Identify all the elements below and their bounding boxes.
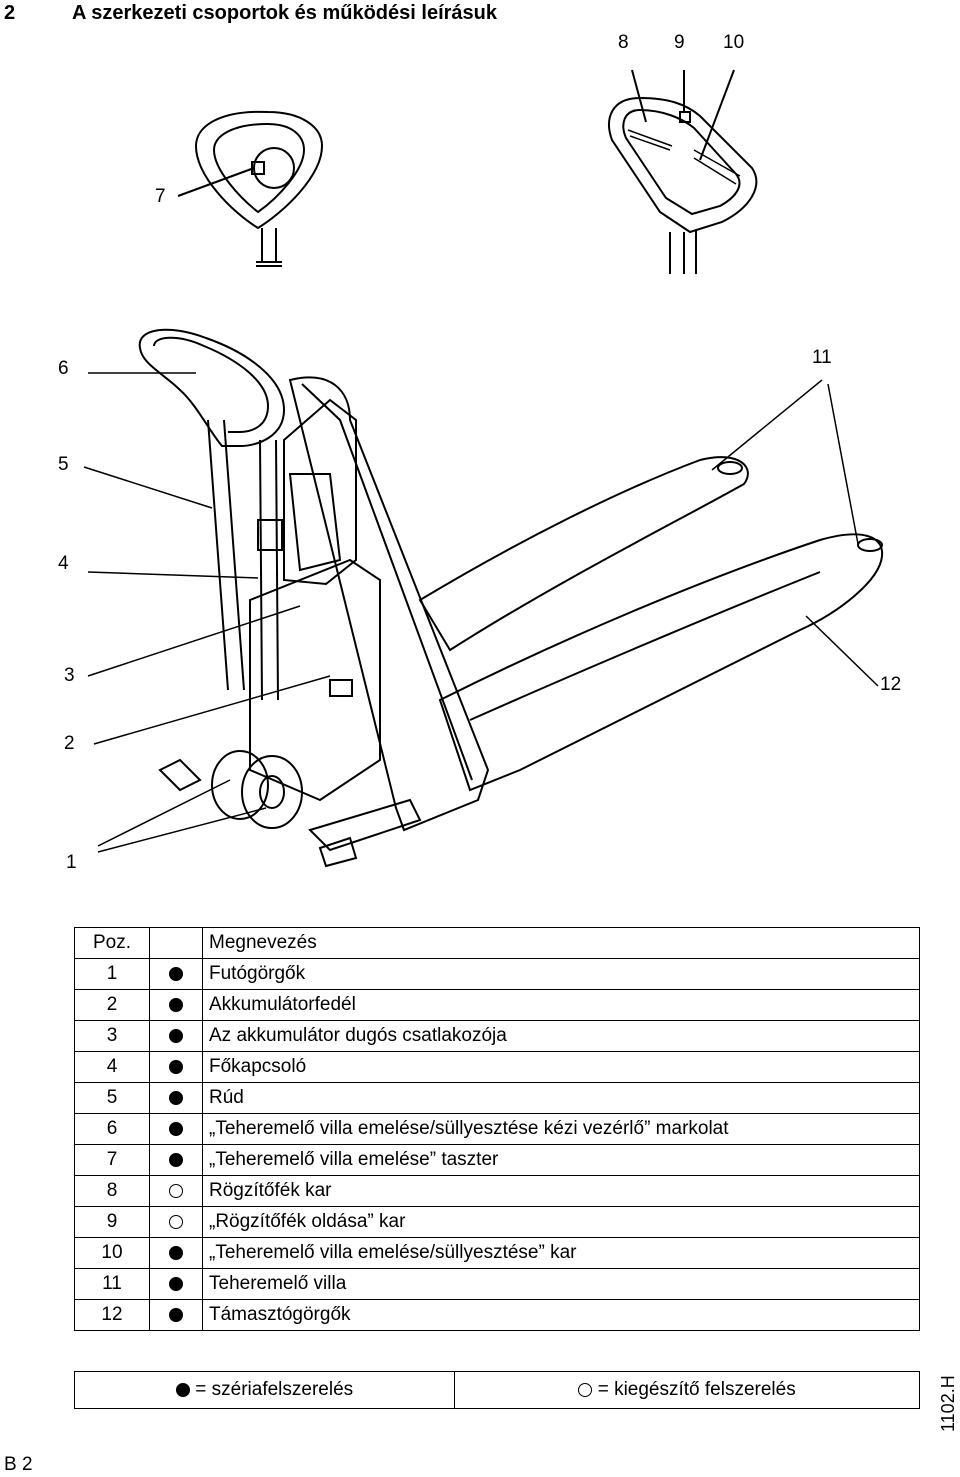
table-row: 2 Akkumulátorfedél bbox=[74, 989, 920, 1021]
row-name: Az akkumulátor dugós csatlakozója bbox=[202, 1020, 920, 1052]
row-name: Támasztógörgők bbox=[202, 1299, 920, 1331]
callout-6: 6 bbox=[58, 358, 69, 379]
page-footer: B 2 bbox=[4, 1454, 33, 1475]
table-row: 4 Főkapcsoló bbox=[74, 1051, 920, 1083]
standard-equipment-icon bbox=[149, 1237, 203, 1269]
callout-4: 4 bbox=[58, 553, 69, 574]
row-pos: 2 bbox=[74, 989, 150, 1021]
row-pos: 3 bbox=[74, 1020, 150, 1052]
callout-3: 3 bbox=[64, 665, 75, 686]
row-pos: 5 bbox=[74, 1082, 150, 1114]
callout-8: 8 bbox=[618, 32, 629, 53]
table-row: 6 „Teheremelő villa emelése/süllyesztése … bbox=[74, 1113, 920, 1145]
callout-10: 10 bbox=[723, 32, 745, 53]
row-pos: 11 bbox=[74, 1268, 150, 1300]
table-row: 3 Az akkumulátor dugós csatlakozója bbox=[74, 1020, 920, 1052]
row-pos: 12 bbox=[74, 1299, 150, 1331]
row-name: „Teheremelő villa emelése” taszter bbox=[202, 1144, 920, 1176]
standard-equipment-icon bbox=[149, 1082, 203, 1114]
chapter-number: 2 bbox=[4, 2, 16, 24]
callout-5: 5 bbox=[58, 454, 69, 475]
table-row: 7 „Teheremelő villa emelése” taszter bbox=[74, 1144, 920, 1176]
handle-side-view-drawing bbox=[608, 69, 758, 274]
callout-12: 12 bbox=[880, 674, 902, 695]
pallet-truck-main-drawing bbox=[83, 328, 884, 868]
standard-equipment-icon bbox=[149, 989, 203, 1021]
standard-equipment-icon bbox=[149, 1268, 203, 1300]
row-name: „Rögzítőfék oldása” kar bbox=[202, 1206, 920, 1238]
column-header-name: Megnevezés bbox=[202, 927, 920, 959]
legend-standard-label: = szériafelszerelés bbox=[195, 1379, 354, 1400]
row-pos: 1 bbox=[74, 958, 150, 990]
row-name: Akkumulátorfedél bbox=[202, 989, 920, 1021]
legend-optional: = kiegészítő felszerelés bbox=[454, 1371, 920, 1409]
callout-7: 7 bbox=[155, 186, 166, 207]
legend-optional-label: = kiegészítő felszerelés bbox=[597, 1379, 796, 1400]
column-header-pos: Poz. bbox=[74, 927, 150, 959]
legend-table: = szériafelszerelés = kiegészítő felszer… bbox=[73, 1371, 920, 1409]
standard-equipment-icon bbox=[149, 1299, 203, 1331]
table-row: 11 Teheremelő villa bbox=[74, 1268, 920, 1300]
legend-standard: = szériafelszerelés bbox=[73, 1371, 456, 1409]
table-row: 5 Rúd bbox=[74, 1082, 920, 1114]
table-row: 12 Támasztógörgők bbox=[74, 1299, 920, 1331]
row-pos: 7 bbox=[74, 1144, 150, 1176]
document-code: 1102.H bbox=[938, 1375, 958, 1432]
table-row: 1 Futógörgők bbox=[74, 958, 920, 990]
optional-equipment-icon bbox=[149, 1206, 203, 1238]
parts-table: Poz. Megnevezés 1 Futógörgők 2 Akkumulátor… bbox=[74, 927, 920, 1331]
table-row: 10 „Teheremelő villa emelése/süllyesztése… bbox=[74, 1237, 920, 1269]
row-name: „Teheremelő villa emelése/süllyesztése k… bbox=[202, 1113, 920, 1145]
row-name: Rúd bbox=[202, 1082, 920, 1114]
callout-11: 11 bbox=[812, 347, 832, 368]
row-name: Teheremelő villa bbox=[202, 1268, 920, 1300]
optional-equipment-icon bbox=[149, 1175, 203, 1207]
pallet-truck-drawing bbox=[83, 69, 884, 868]
standard-equipment-icon bbox=[149, 1113, 203, 1145]
row-pos: 9 bbox=[74, 1206, 150, 1238]
row-name: „Teheremelő villa emelése/süllyesztése” … bbox=[202, 1237, 920, 1269]
row-pos: 10 bbox=[74, 1237, 150, 1269]
row-pos: 4 bbox=[74, 1051, 150, 1083]
callout-9: 9 bbox=[674, 32, 685, 53]
standard-equipment-icon bbox=[175, 1382, 190, 1397]
page-title: A szerkezeti csoportok és működési leírá… bbox=[72, 2, 497, 24]
row-pos: 8 bbox=[74, 1175, 150, 1207]
callout-2: 2 bbox=[64, 733, 75, 754]
column-header-mark bbox=[149, 927, 203, 959]
row-pos: 6 bbox=[74, 1113, 150, 1145]
row-name: Főkapcsoló bbox=[202, 1051, 920, 1083]
table-row: 9 „Rögzítőfék oldása” kar bbox=[74, 1206, 920, 1238]
optional-equipment-icon bbox=[578, 1382, 593, 1397]
handle-top-view-drawing bbox=[177, 110, 324, 267]
standard-equipment-icon bbox=[149, 958, 203, 990]
table-header-row: Poz. Megnevezés bbox=[74, 927, 920, 959]
row-name: Rögzítőfék kar bbox=[202, 1175, 920, 1207]
standard-equipment-icon bbox=[149, 1051, 203, 1083]
callout-1: 1 bbox=[66, 852, 77, 873]
standard-equipment-icon bbox=[149, 1020, 203, 1052]
row-name: Futógörgők bbox=[202, 958, 920, 990]
standard-equipment-icon bbox=[149, 1144, 203, 1176]
table-row: 8 Rögzítőfék kar bbox=[74, 1175, 920, 1207]
